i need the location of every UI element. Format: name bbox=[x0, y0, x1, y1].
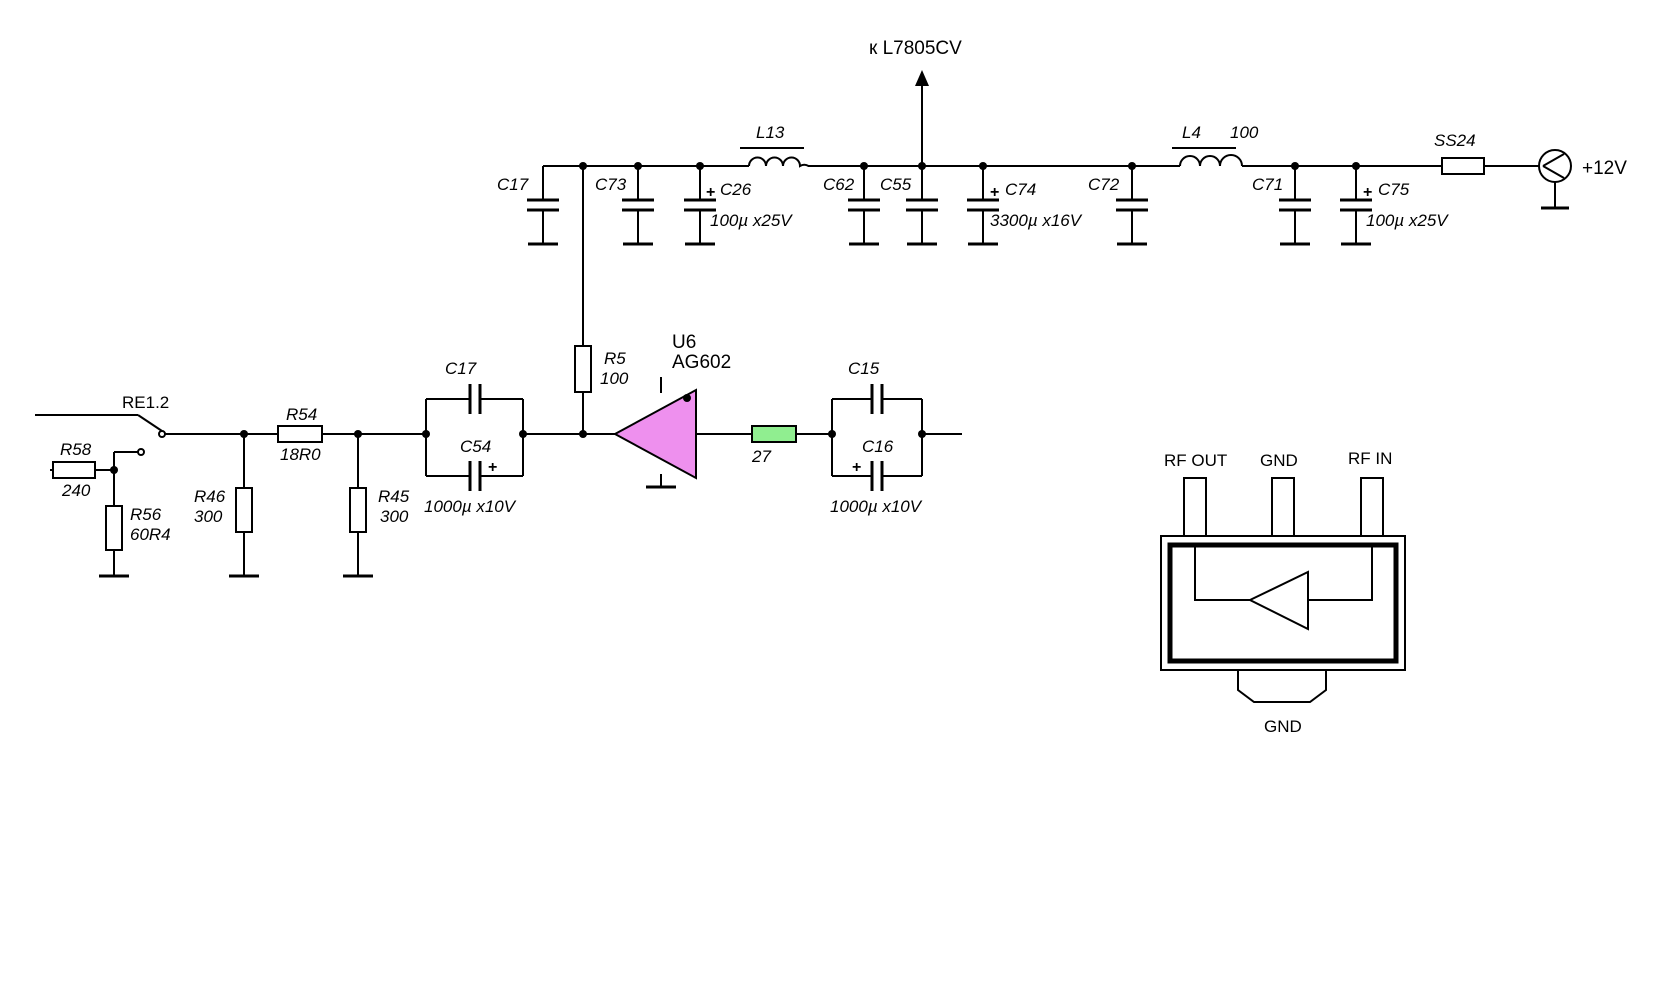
u6-label: U6 bbox=[672, 332, 696, 353]
signal-junctions bbox=[240, 430, 926, 438]
c17-top-label: C17 bbox=[497, 175, 529, 194]
power-connector bbox=[1538, 149, 1572, 210]
package-pinout bbox=[1160, 477, 1406, 703]
c73-label: C73 bbox=[595, 175, 627, 194]
resistor-r46 bbox=[229, 434, 259, 578]
ss24-label: SS24 bbox=[1434, 131, 1476, 150]
c62-label: C62 bbox=[823, 175, 855, 194]
r46-label: R46 bbox=[194, 487, 226, 506]
c15-label: C15 bbox=[848, 359, 880, 378]
r5-value: 100 bbox=[600, 369, 629, 388]
c16-value: 1000µ x10V bbox=[830, 497, 923, 516]
c74-value: 3300µ x16V bbox=[990, 211, 1083, 230]
l4-label: L4 bbox=[1182, 123, 1201, 142]
capacitor-c55 bbox=[906, 166, 938, 246]
inductor-l13 bbox=[740, 147, 809, 168]
relay-switch-re12 bbox=[113, 414, 166, 470]
l7805-arrow bbox=[915, 70, 929, 166]
r46-value: 300 bbox=[194, 507, 223, 526]
pin-gnd-bottom-label: GND bbox=[1264, 717, 1302, 736]
c54-label: C54 bbox=[460, 437, 491, 456]
c75-label: C75 bbox=[1378, 180, 1410, 199]
resistor-r54 bbox=[277, 425, 323, 443]
pin-rf-out-label: RF OUT bbox=[1164, 451, 1227, 470]
pin-rf-in bbox=[1360, 477, 1384, 537]
c54-plus: + bbox=[488, 459, 497, 476]
c26-plus: + bbox=[706, 184, 715, 201]
ss24-component bbox=[1441, 157, 1485, 175]
c55-label: C55 bbox=[880, 175, 912, 194]
c17-bottom-label: C17 bbox=[445, 359, 477, 378]
r56-value: 60R4 bbox=[130, 525, 171, 544]
resistor-r58 bbox=[50, 461, 114, 479]
c54-value: 1000µ x10V bbox=[424, 497, 517, 516]
c16-plus: + bbox=[852, 459, 861, 476]
v12-label: +12V bbox=[1582, 158, 1627, 179]
r5-label: R5 bbox=[604, 349, 626, 368]
package-inner bbox=[1167, 542, 1399, 664]
pin-gnd-top-label: GND bbox=[1260, 451, 1298, 470]
pin-rf-out bbox=[1183, 477, 1207, 537]
c75-plus: + bbox=[1363, 184, 1372, 201]
capacitor-c71 bbox=[1279, 166, 1311, 246]
c16-label: C16 bbox=[862, 437, 894, 456]
inductor-l4 bbox=[1172, 147, 1243, 167]
l13-label: L13 bbox=[756, 123, 785, 142]
capacitor-c26 bbox=[684, 166, 716, 246]
signal-wires bbox=[35, 414, 962, 435]
r58-value: 240 bbox=[61, 481, 91, 500]
capacitor-c73 bbox=[622, 166, 654, 246]
re12-label: RE1.2 bbox=[122, 393, 169, 412]
r45-value: 300 bbox=[380, 507, 409, 526]
tab-gnd bbox=[1237, 670, 1327, 703]
amplifier-u6 bbox=[612, 377, 697, 489]
r54-label: R54 bbox=[286, 405, 317, 424]
c26-label: C26 bbox=[720, 180, 752, 199]
c74-label: C74 bbox=[1005, 180, 1036, 199]
l4-value: 100 bbox=[1230, 123, 1259, 142]
resistor-r5 bbox=[574, 166, 592, 434]
capacitor-c74 bbox=[967, 166, 999, 246]
resistor-27 bbox=[751, 425, 797, 443]
r27-value: 27 bbox=[751, 447, 771, 466]
c71-label: C71 bbox=[1252, 175, 1283, 194]
c26-value: 100µ x25V bbox=[710, 211, 793, 230]
l7805-label: к L7805CV bbox=[869, 38, 962, 59]
resistor-r56 bbox=[99, 470, 129, 578]
capacitor-c17-top bbox=[527, 166, 559, 246]
capacitor-c62 bbox=[848, 166, 880, 246]
ag602-label: AG602 bbox=[672, 352, 731, 373]
capacitor-c72 bbox=[1116, 166, 1148, 246]
pin-gnd-top bbox=[1271, 477, 1295, 537]
r56-label: R56 bbox=[130, 505, 162, 524]
rail-junctions bbox=[579, 162, 1360, 170]
pin-rf-in-label: RF IN bbox=[1348, 449, 1392, 468]
r54-value: 18R0 bbox=[280, 445, 321, 464]
r45-label: R45 bbox=[378, 487, 410, 506]
capacitor-c75 bbox=[1340, 166, 1372, 246]
c75-value: 100µ x25V bbox=[1366, 211, 1449, 230]
r58-label: R58 bbox=[60, 440, 92, 459]
resistor-r45 bbox=[343, 434, 373, 578]
c72-label: C72 bbox=[1088, 175, 1120, 194]
c74-plus: + bbox=[990, 184, 999, 201]
